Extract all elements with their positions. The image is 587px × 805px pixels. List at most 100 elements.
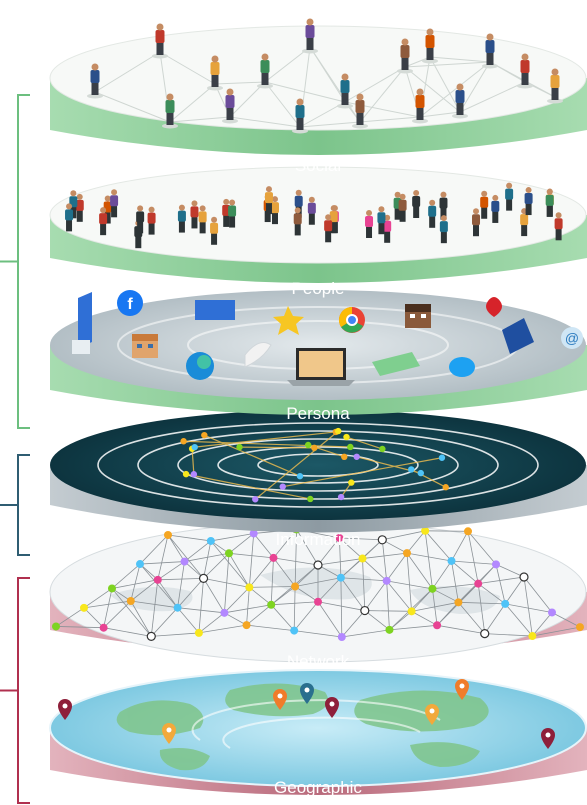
network-node <box>164 531 172 539</box>
person-figure <box>228 199 237 228</box>
information-layer: Information <box>50 410 587 549</box>
location-pin-icon <box>541 728 555 749</box>
tablet-icon <box>195 300 235 320</box>
network-node <box>108 584 116 593</box>
network-node <box>337 632 346 641</box>
feather-icon <box>244 342 272 368</box>
person-figure <box>75 193 84 222</box>
person-figure <box>136 205 145 234</box>
person-figure <box>472 208 481 237</box>
person-figure <box>152 23 168 59</box>
network-node <box>136 560 144 569</box>
information-node <box>304 441 312 449</box>
network-node <box>358 554 367 563</box>
person-figure <box>517 53 533 89</box>
network-node <box>198 573 209 583</box>
network-node <box>126 597 135 606</box>
information-node <box>182 470 190 478</box>
person-figure <box>554 212 563 241</box>
person-figure <box>491 194 500 223</box>
information-node <box>307 495 314 503</box>
email-icon: @ <box>561 327 583 349</box>
persona-layer: f @ Persona <box>50 290 587 423</box>
network-node <box>290 626 299 635</box>
person-figure <box>257 53 273 89</box>
information-node <box>180 438 187 445</box>
network-node <box>385 625 394 634</box>
location-pin-icon <box>162 723 176 744</box>
person-figure <box>264 186 273 215</box>
person-figure <box>147 206 156 235</box>
location-pin-icon <box>300 683 314 704</box>
network-node <box>220 608 229 617</box>
information-node <box>191 443 198 451</box>
network-node <box>291 582 300 591</box>
network-node <box>576 623 584 632</box>
network-node <box>313 560 323 570</box>
person-figure <box>452 83 468 119</box>
information-node <box>347 443 354 451</box>
network-node <box>382 576 391 585</box>
network-node <box>480 629 490 639</box>
layer-label-persona: Persona <box>286 404 350 423</box>
person-figure <box>198 205 207 234</box>
network-node <box>52 622 60 631</box>
information-node <box>343 433 350 441</box>
network-node <box>548 608 556 617</box>
network-node <box>249 529 258 538</box>
person-figure <box>293 207 302 236</box>
person-figure <box>324 214 333 243</box>
network-node <box>447 556 456 565</box>
network-node <box>454 598 463 607</box>
network-node <box>501 599 510 608</box>
person-figure <box>547 68 563 104</box>
network-node <box>433 621 442 630</box>
person-figure <box>337 73 353 109</box>
person-figure <box>524 187 533 216</box>
layer-label-social: Social <box>295 156 341 175</box>
bookmark-icon <box>502 318 534 354</box>
chrome-icon <box>338 306 365 333</box>
network-node <box>519 572 529 582</box>
people-layer: People <box>49 166 587 298</box>
person-figure <box>162 93 178 129</box>
edge-icon <box>186 352 214 380</box>
information-node <box>353 453 360 460</box>
person-figure <box>397 38 413 74</box>
network-node <box>360 605 370 616</box>
network-node <box>528 632 537 641</box>
information-node <box>296 472 304 480</box>
network-node <box>245 583 254 592</box>
person-figure <box>222 88 238 124</box>
network-node <box>80 603 88 612</box>
person-figure <box>329 205 338 234</box>
person-figure <box>428 199 437 228</box>
bracket-red <box>0 577 30 804</box>
information-node <box>236 443 243 451</box>
person-figure <box>210 216 219 245</box>
person-figure <box>422 28 438 64</box>
svg-text:@: @ <box>565 330 579 346</box>
geographic-layer: Geographic <box>49 669 587 797</box>
person-figure <box>87 63 103 99</box>
person-figure <box>65 203 74 232</box>
person-figure <box>207 55 223 91</box>
network-layer: Network <box>49 521 587 671</box>
network-node <box>269 553 278 562</box>
kiosk-icon <box>72 292 92 354</box>
network-node <box>335 533 344 542</box>
location-pin-icon <box>325 697 339 718</box>
information-node <box>408 466 415 473</box>
person-figure <box>292 98 308 134</box>
layer-label-network: Network <box>287 652 350 671</box>
network-node <box>153 575 162 584</box>
network-node <box>377 535 387 545</box>
person-figure <box>383 214 392 243</box>
information-node <box>348 479 355 486</box>
bracket-teal <box>0 454 30 556</box>
star-icon <box>273 306 304 335</box>
information-node <box>190 471 198 478</box>
person-figure <box>270 196 279 225</box>
person-figure <box>439 191 448 220</box>
social-layer: Social <box>49 18 587 175</box>
